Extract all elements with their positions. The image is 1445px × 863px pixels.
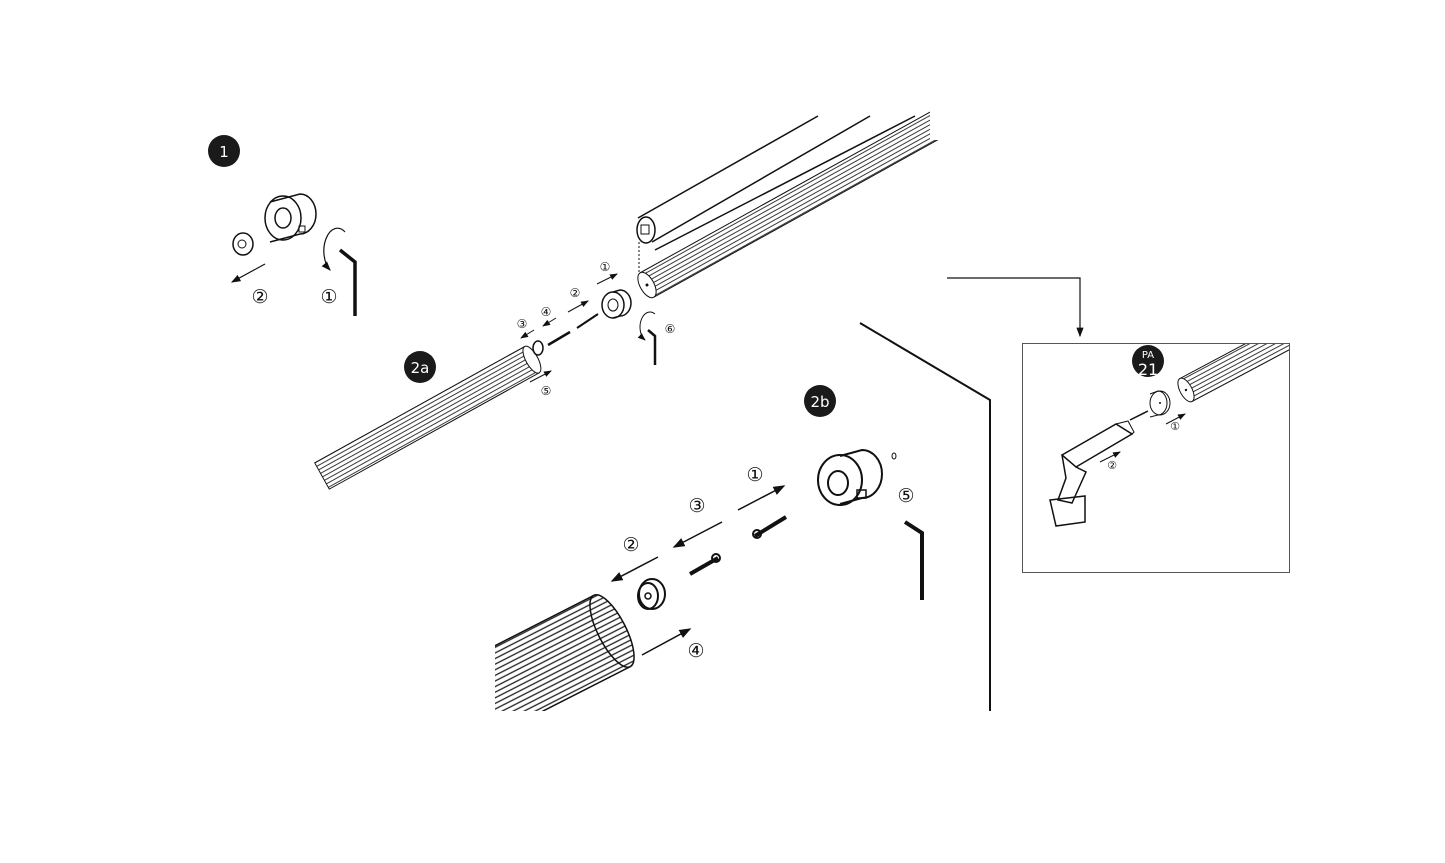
inset-frame <box>1022 343 1290 573</box>
arrow <box>567 300 589 313</box>
arrow <box>610 556 659 582</box>
inset-panel: PA 21 ① ② <box>1022 343 1290 573</box>
ribbed-tube-large <box>495 594 635 711</box>
arrow <box>672 521 723 548</box>
tool-badge-bottom: 21 <box>1138 360 1158 379</box>
arrow <box>737 485 786 511</box>
arrow <box>1099 451 1121 463</box>
screw-icon <box>547 330 571 347</box>
step-number: ① <box>320 286 337 308</box>
step-2a: 2a ① <box>314 100 970 490</box>
step-2b: 2b ① ③ ② ④ ⑤ <box>495 385 924 711</box>
rotate-arrow-icon <box>637 311 656 341</box>
step-number: ④ <box>541 305 552 319</box>
step-badge-1 <box>208 135 240 167</box>
arrow <box>641 628 692 656</box>
step-number: ② <box>1107 459 1117 472</box>
screw-icon <box>576 313 599 329</box>
step-number: ④ <box>687 640 704 662</box>
step-badge-1-label: 1 <box>219 143 229 161</box>
rail-profile <box>636 115 916 276</box>
end-cap-icon <box>1149 390 1171 418</box>
step-number: ⑥ <box>665 322 676 336</box>
arrow <box>1165 413 1186 425</box>
step-number: ⑤ <box>897 485 914 507</box>
end-cap-icon <box>532 340 544 356</box>
tool-badge-top: PA <box>1142 350 1154 361</box>
rotate-arrow-icon <box>321 227 346 271</box>
step-number: ① <box>600 260 611 274</box>
step-number: ② <box>622 534 639 556</box>
ribbed-tube-upper <box>637 102 961 299</box>
hex-key-icon <box>647 329 657 365</box>
tool-badge <box>1132 345 1164 377</box>
wall-outline <box>859 322 991 711</box>
arrow <box>542 317 557 327</box>
ribbed-tube <box>1177 344 1289 403</box>
step-badge-2a-label: 2a <box>411 359 430 377</box>
arrow <box>520 329 535 339</box>
arrow <box>230 263 266 283</box>
collar-ring-icon <box>601 289 632 319</box>
step-badge-2b <box>804 385 836 417</box>
step-number: ① <box>746 464 763 486</box>
callout-arrow <box>947 277 1084 338</box>
screw-icon <box>753 515 788 538</box>
step-1: 1 ② ① <box>208 135 357 316</box>
step-number: ⑤ <box>541 384 552 398</box>
hole-icon <box>891 452 897 460</box>
arrow <box>529 370 552 383</box>
arrow <box>596 273 618 285</box>
end-cap-icon <box>637 578 666 610</box>
step-badge-2b-label: 2b <box>810 393 829 411</box>
step-number: ② <box>251 286 268 308</box>
step-number: ① <box>1170 420 1180 433</box>
hex-key-icon <box>903 520 924 600</box>
ribbed-tube <box>314 345 542 490</box>
step-number: ② <box>570 286 581 300</box>
step-number: ③ <box>517 317 528 331</box>
hex-key-icon <box>338 248 357 316</box>
collar-ring-icon <box>817 448 883 506</box>
end-cap-icon <box>232 232 254 256</box>
step-badge-2a <box>404 351 436 383</box>
drill-icon <box>1049 410 1149 527</box>
step-number: ③ <box>688 495 705 517</box>
collar-ring-icon <box>264 193 317 243</box>
